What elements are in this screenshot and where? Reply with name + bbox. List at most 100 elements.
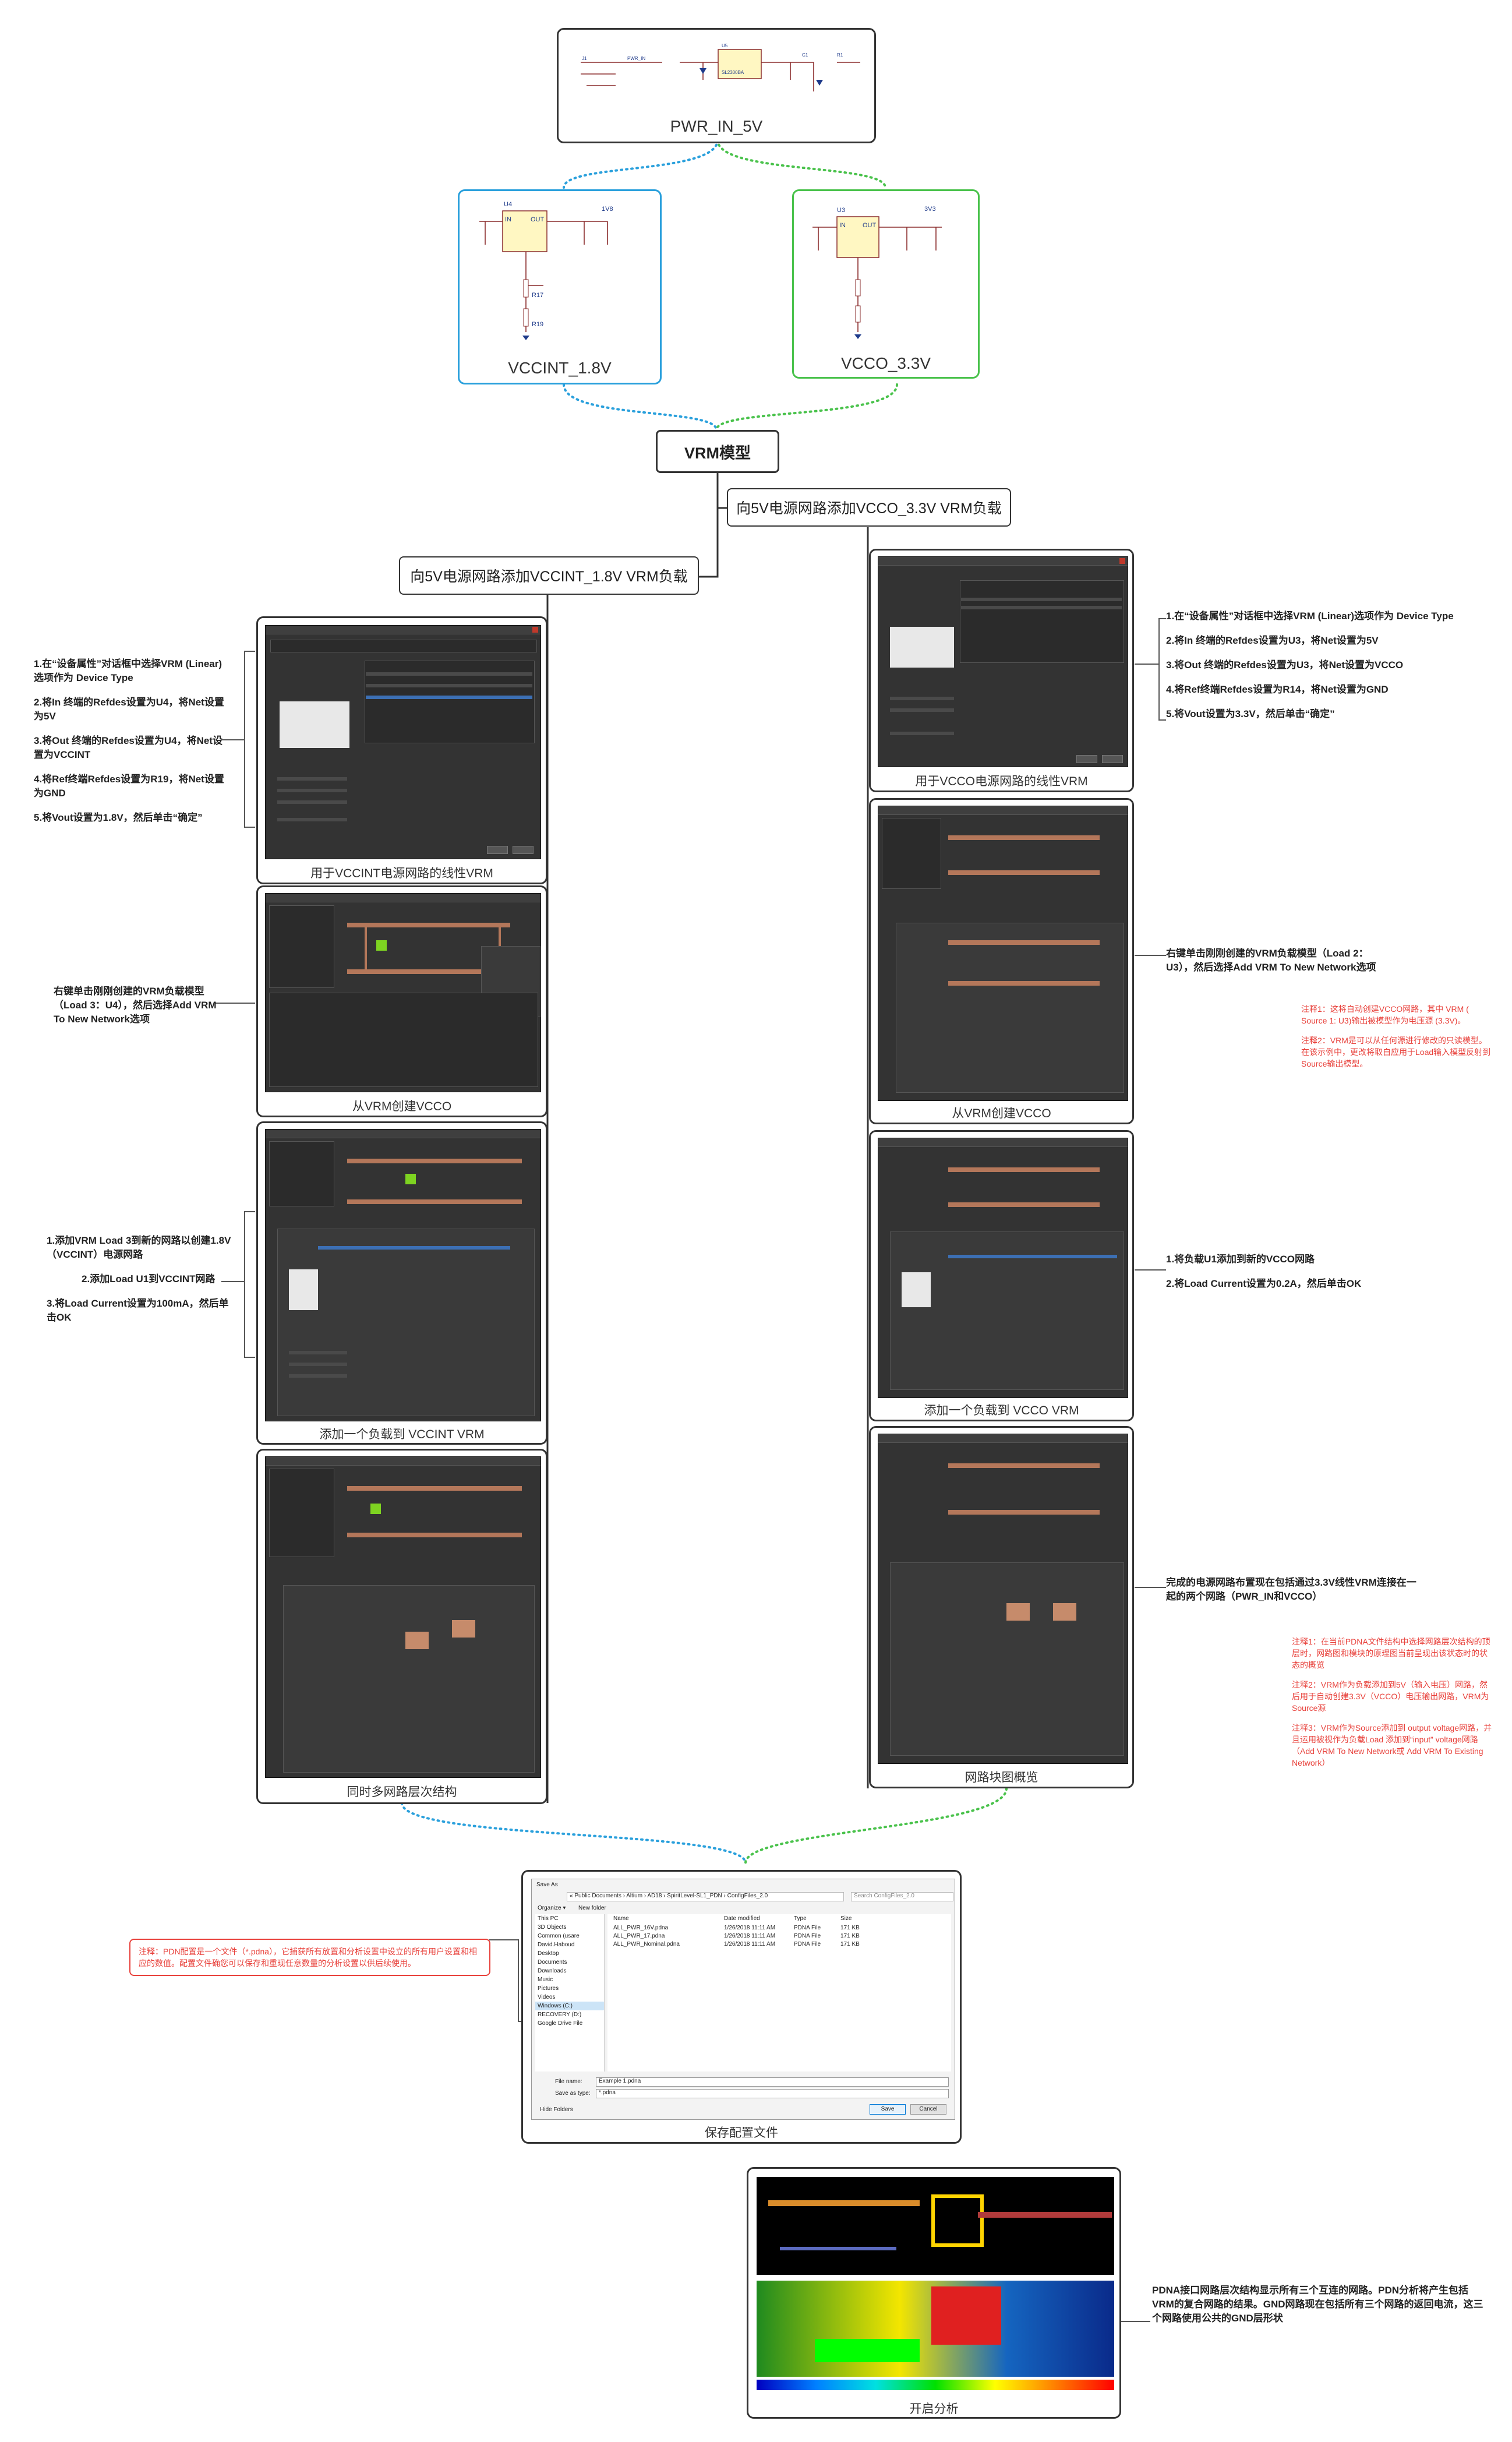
color-scale-bar [757, 2380, 1114, 2390]
organize-button[interactable]: Organize ▾ [538, 1905, 566, 1911]
nav-item[interactable]: David.Haboud [538, 1942, 575, 1948]
file-date: 1/26/2018 11:11 AM [724, 1933, 776, 1939]
right-vrm-step-2: 2.将In 终端的Refdes设置为U3，将Net设置为5V [1166, 635, 1379, 646]
right-note-2: 右键单击刚刚创建的VRM负载模型（Load 2：U3），然后选择Add VRM … [1166, 948, 1376, 973]
right-caption-4: 网路块图概览 [965, 1771, 1038, 1784]
type-select[interactable]: *.pdna [596, 2089, 949, 2098]
save-as-dialog: Save As « Public Documents › Altium › AD… [531, 1879, 955, 2120]
right-vrm-step-5: 5.将Vout设置为3.3V，然后单击“确定” [1166, 708, 1335, 719]
hide-folders-toggle[interactable]: Hide Folders [540, 2106, 573, 2113]
vcco-title: VCCO_3.3V [840, 354, 931, 372]
right-note-4: 完成的电源网路布置现在包括通过3.3V线性VRM连接在一起的两个网路（PWR_I… [1166, 1577, 1416, 1602]
left-load-step-1: 1.添加VRM Load 3到新的网路以创建1.8V（VCCINT）电源网路 [47, 1235, 231, 1260]
address-bar[interactable]: « Public Documents › Altium › AD18 › Spi… [567, 1892, 844, 1901]
nav-item[interactable]: This PC [538, 1915, 559, 1922]
current-density-image [757, 2281, 1114, 2377]
file-date: 1/26/2018 11:11 AM [724, 1925, 776, 1931]
svg-text:1V8: 1V8 [602, 206, 613, 213]
col-type[interactable]: Type [794, 1915, 807, 1922]
device-properties-dialog [265, 625, 541, 859]
nav-item[interactable]: Videos [538, 1994, 556, 2000]
right-load-step-1: 1.将负载U1添加到新的VCCO网路 [1166, 1254, 1315, 1265]
new-folder-button[interactable]: New folder [578, 1905, 606, 1911]
left-vrm-step-4: 4.将Ref终端Refdes设置为R19，将Net设置为GND [34, 774, 224, 799]
nav-item[interactable]: Common (usare [538, 1933, 580, 1939]
lead-l3 [221, 1211, 255, 1282]
svg-text:PWR_IN: PWR_IN [627, 56, 645, 61]
vcco-device-properties-dialog [878, 556, 1128, 767]
right-caption-3: 添加一个负载到 VCCO VRM [924, 1404, 1079, 1417]
lead-r1 [1135, 618, 1166, 665]
left-vrm-step-1: 1.在“设备属性”对话框中选择VRM (Linear)选项作为 Device T… [34, 658, 222, 683]
right-red-notes-2: 注释1：这将自动创建VCCO网路，其中 VRM ( Source 1: U3)输… [1301, 1003, 1493, 1078]
right-vrm-step-1: 1.在“设备属性”对话框中选择VRM (Linear)选项作为 Device T… [1166, 610, 1454, 622]
nav-item[interactable]: Downloads [538, 1968, 567, 1974]
cancel-button[interactable]: Cancel [910, 2104, 946, 2115]
col-date[interactable]: Date modified [724, 1915, 760, 1922]
nav-item[interactable]: RECOVERY (D:) [538, 2012, 582, 2018]
left-caption-1: 用于VCCINT电源网路的线性VRM [310, 867, 493, 880]
left-load-steps: 1.添加VRM Load 3到新的网路以创建1.8V（VCCINT）电源网路 2… [47, 1234, 233, 1335]
file-row[interactable]: ALL_PWR_16V.pdna 1/26/2018 11:11 AM PDNA… [607, 1925, 875, 1933]
pwr-in-title: PWR_IN_5V [670, 117, 763, 135]
svg-text:R19: R19 [532, 321, 543, 328]
file-date: 1/26/2018 11:11 AM [724, 1941, 776, 1947]
nav-pane: This PC 3D Objects Common (usare David.H… [535, 1914, 605, 2072]
save-callout: 注释：PDN配置是一个文件（*.pdna），它捕获所有放置和分析设置中设立的所有… [129, 1939, 490, 1976]
vrm-topic: VRM模型 [656, 430, 779, 473]
nav-item[interactable]: Music [538, 1977, 553, 1983]
save-caption: 保存配置文件 [705, 2126, 778, 2140]
nav-item[interactable]: Pictures [538, 1985, 559, 1992]
right-load-step-2: 2.将Load Current设置为0.2A，然后单击OK [1166, 1278, 1362, 1289]
svg-text:C1: C1 [802, 52, 808, 58]
svg-text:J1: J1 [582, 56, 587, 61]
search-box[interactable]: Search ConfigFiles_2.0 [851, 1892, 953, 1901]
right-red-4-3: 注释3：VRM作为Source添加到 output voltage网路，并且运用… [1292, 1723, 1492, 1767]
nav-item[interactable]: Desktop [538, 1950, 559, 1957]
svg-text:OUT: OUT [531, 216, 545, 223]
file-name: ALL_PWR_16V.pdna [613, 1925, 669, 1931]
link-pwr-vccint [563, 139, 719, 189]
file-row[interactable]: ALL_PWR_Nominal.pdna 1/26/2018 11:11 AM … [607, 1941, 875, 1949]
right-caption-1: 用于VCCO电源网路的线性VRM [915, 775, 1088, 788]
file-size: 171 KB [840, 1925, 860, 1931]
pcb-layout-image [757, 2177, 1114, 2275]
col-name[interactable]: Name [613, 1915, 629, 1922]
left-vrm-steps: 1.在“设备属性”对话框中选择VRM (Linear)选项作为 Device T… [34, 657, 226, 835]
right-card-2: 从VRM创建VCCO [869, 798, 1134, 1124]
right-red-2-1: 注释1：这将自动创建VCCO网路，其中 VRM ( Source 1: U3)输… [1301, 1004, 1469, 1025]
save-button[interactable]: Save [870, 2104, 906, 2115]
file-name: ALL_PWR_Nominal.pdna [613, 1941, 680, 1947]
lead-r1b [1158, 664, 1166, 721]
link-pwr-vcco [716, 139, 886, 189]
right-red-4-1: 注释1：在当前PDNA文件结构中选择网路层次结构的顶层时，网路图和模块的原理图当… [1292, 1637, 1490, 1670]
left-load-step-2: 2.添加Load U1到VCCINT网路 [82, 1273, 216, 1284]
right-red-4-2: 注释2：VRM作为负载添加到5V（输入电压）网路，然后用于自动创建3.3V（VC… [1292, 1680, 1489, 1713]
col-size[interactable]: Size [840, 1915, 852, 1922]
type-label: Save as type: [555, 2090, 591, 2097]
left-load-step-3: 3.将Load Current设置为100mA，然后单击OK [47, 1298, 229, 1323]
add-load-screenshot [265, 1129, 541, 1421]
file-type: PDNA File [794, 1941, 821, 1947]
svg-text:U4: U4 [504, 201, 512, 208]
tree-vrm-right [716, 473, 727, 509]
right-card-1: 用于VCCO电源网路的线性VRM [869, 549, 1134, 792]
nav-item[interactable]: 3D Objects [538, 1924, 567, 1931]
lead-l1 [221, 651, 255, 740]
link-left-save [401, 1802, 747, 1864]
filename-input[interactable]: Example 1.pdna [596, 2077, 949, 2087]
lead-l1b [244, 740, 255, 828]
right-vrm-steps: 1.在“设备属性”对话框中选择VRM (Linear)选项作为 Device T… [1166, 609, 1492, 732]
nav-item[interactable]: Google Drive File [538, 2020, 583, 2027]
svg-text:IN: IN [839, 222, 846, 229]
left-card-1: 用于VCCINT电源网路的线性VRM [256, 616, 547, 884]
nav-item[interactable]: Windows (C:) [535, 2002, 604, 2010]
svg-text:U3: U3 [837, 207, 845, 214]
right-red-notes-4: 注释1：在当前PDNA文件结构中选择网路层次结构的顶层时，网路图和模块的原理图当… [1292, 1636, 1493, 1777]
left-vrm-step-5: 5.将Vout设置为1.8V，然后单击“确定” [34, 812, 203, 823]
file-row[interactable]: ALL_PWR_17.pdna 1/26/2018 11:11 AM PDNA … [607, 1933, 875, 1941]
nav-item[interactable]: Documents [538, 1959, 567, 1965]
right-caption-2: 从VRM创建VCCO [952, 1107, 1051, 1120]
